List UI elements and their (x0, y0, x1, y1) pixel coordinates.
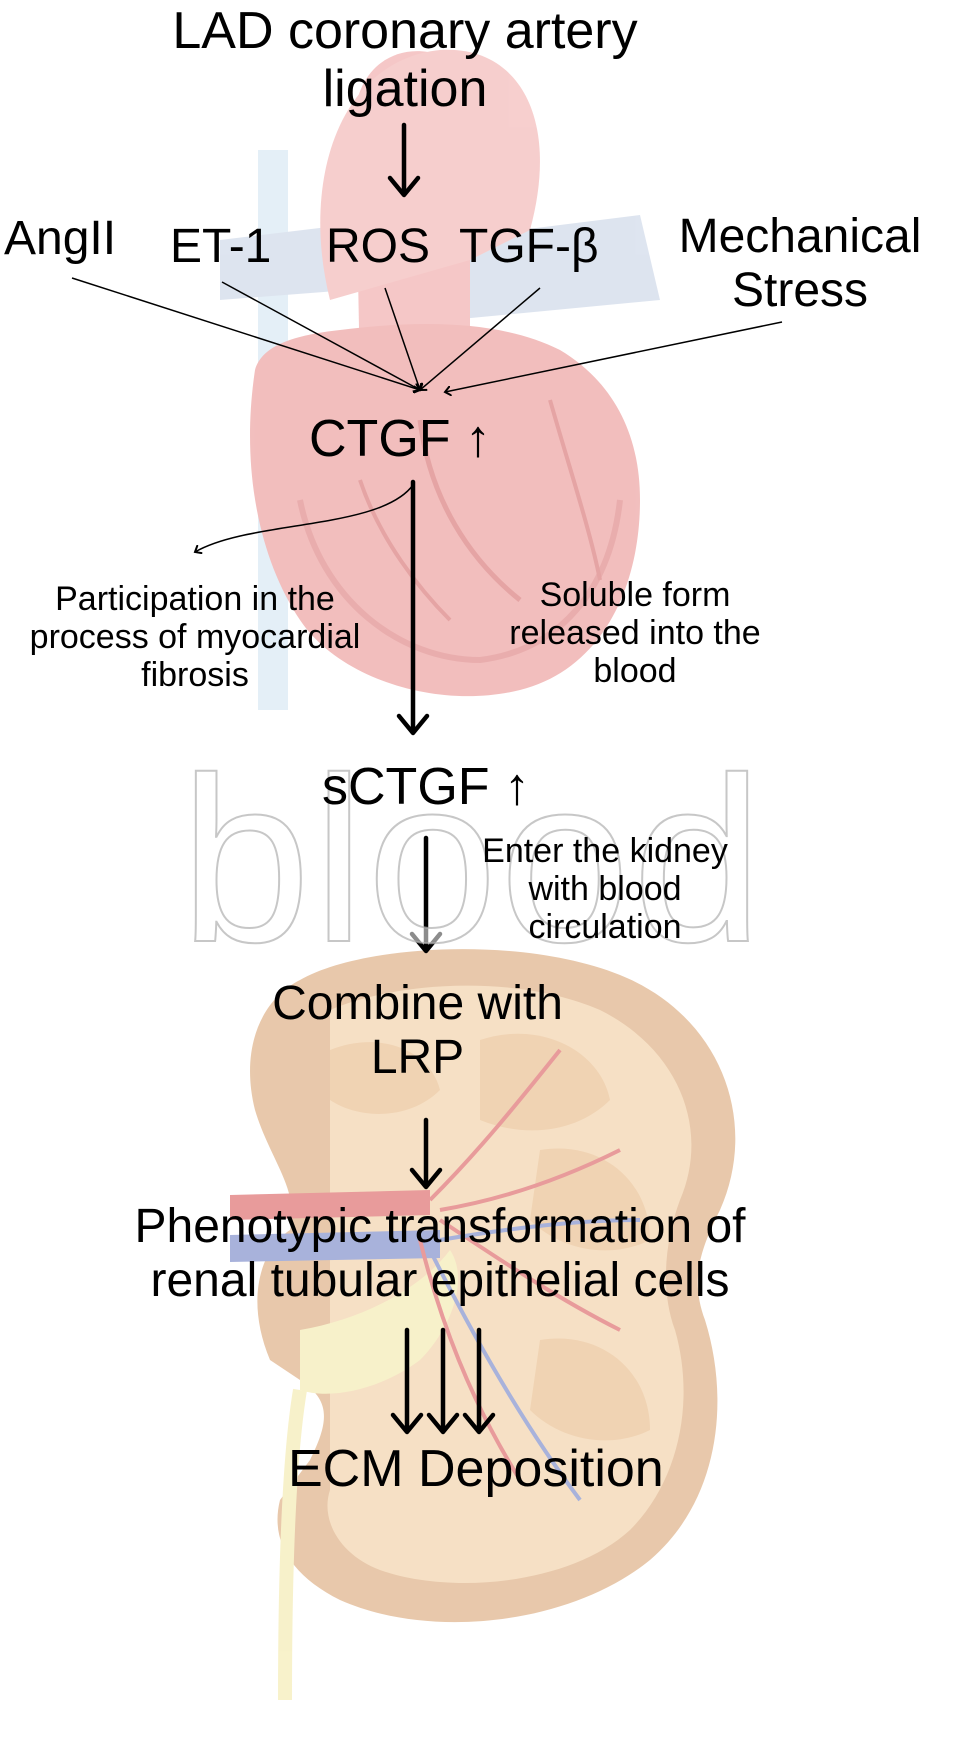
soluble-line-1: Soluble form (539, 576, 731, 614)
arrow-to-fibrosis (195, 484, 414, 552)
combine-line-1: Combine with (272, 977, 563, 1030)
phenotypic-line-2: renal tubular epithelial cells (150, 1253, 730, 1307)
arrow-ros-to-ctgf (384, 287, 420, 390)
arrow-mechanical-to-ctgf (445, 321, 783, 392)
arrow-triple-left (390, 1327, 424, 1435)
arrow-ctgf-to-sctgf (396, 479, 430, 736)
kidney-pyramid-3 (530, 1338, 650, 1441)
fibrosis-line-1: Participation in the (55, 580, 335, 618)
soluble-line-3: blood (593, 652, 677, 691)
mechanical-line-2: Stress (731, 263, 869, 317)
phenotypic-line-1: Phenotypic transformation of (134, 1200, 746, 1253)
blood-watermark: blood (179, 728, 765, 991)
kidney-illustration (230, 949, 736, 1701)
arrow-tgfb-to-ctgf (420, 287, 541, 390)
kidney-veins (428, 1218, 641, 1502)
coronary-vessel (417, 419, 522, 602)
stimulus-ros: ROS (326, 220, 431, 273)
main-arrows (387, 122, 496, 1435)
title-label: LAD coronary artery ligation (150, 2, 660, 118)
stimulus-et1: ET-1 (170, 220, 272, 273)
combine-line-2: LRP (370, 1030, 465, 1084)
stimulus-mechanical-stress: Mechanical Stress (635, 210, 965, 318)
ecm-deposition-label: ECM Deposition (288, 1440, 664, 1498)
soluble-line-2: released into the (509, 614, 761, 653)
heart-illustration (220, 49, 660, 710)
renal-vein (230, 1230, 440, 1262)
sctgf-label: sCTGF ↑ (322, 758, 530, 816)
coronary-vessel-2 (358, 479, 452, 622)
renal-artery (230, 1190, 430, 1220)
title-line-2: ligation (322, 60, 488, 119)
arrow-ligation-down (387, 122, 421, 198)
kidney-entry-note: Enter the kidney with blood circulation (465, 832, 745, 946)
kidney-note-line-1: Enter the kidney (482, 832, 728, 870)
ureter (278, 1388, 307, 1701)
aorta-arch (320, 49, 540, 300)
arrow-sctgf-to-kidney (409, 835, 443, 954)
coronary-vessel-3 (548, 399, 602, 581)
arrow-angii-to-ctgf (71, 277, 420, 390)
combine-lrp-label: Combine with LRP (255, 977, 580, 1085)
title-line-1: LAD coronary artery (172, 2, 638, 60)
kidney-pelvis (300, 1250, 459, 1394)
kidney-pyramid-4 (330, 1042, 440, 1114)
stimulus-angii: AngII (4, 212, 117, 265)
soluble-note: Soluble form released into the blood (490, 576, 780, 690)
fibrosis-note: Participation in the process of myocardi… (10, 580, 380, 694)
mechanical-line-1: Mechanical (678, 210, 922, 263)
arrow-triple-middle (426, 1327, 460, 1435)
arrow-combine-to-phenotypic (409, 1117, 443, 1190)
stimulus-tgfb: TGF-β (459, 220, 599, 273)
phenotypic-label: Phenotypic transformation of renal tubul… (130, 1200, 750, 1308)
ctgf-label: CTGF ↑ (309, 410, 491, 468)
kidney-arteries (418, 1048, 621, 1482)
stimulus-arrows (71, 277, 783, 552)
kidney-note-line-2: with blood (528, 870, 682, 909)
fibrosis-line-3: fibrosis (141, 656, 249, 695)
arrow-triple-right (462, 1327, 496, 1435)
arrow-et1-to-ctgf (221, 281, 420, 390)
kidney-note-line-3: circulation (528, 908, 682, 947)
fibrosis-line-2: process of myocardial (29, 618, 361, 657)
